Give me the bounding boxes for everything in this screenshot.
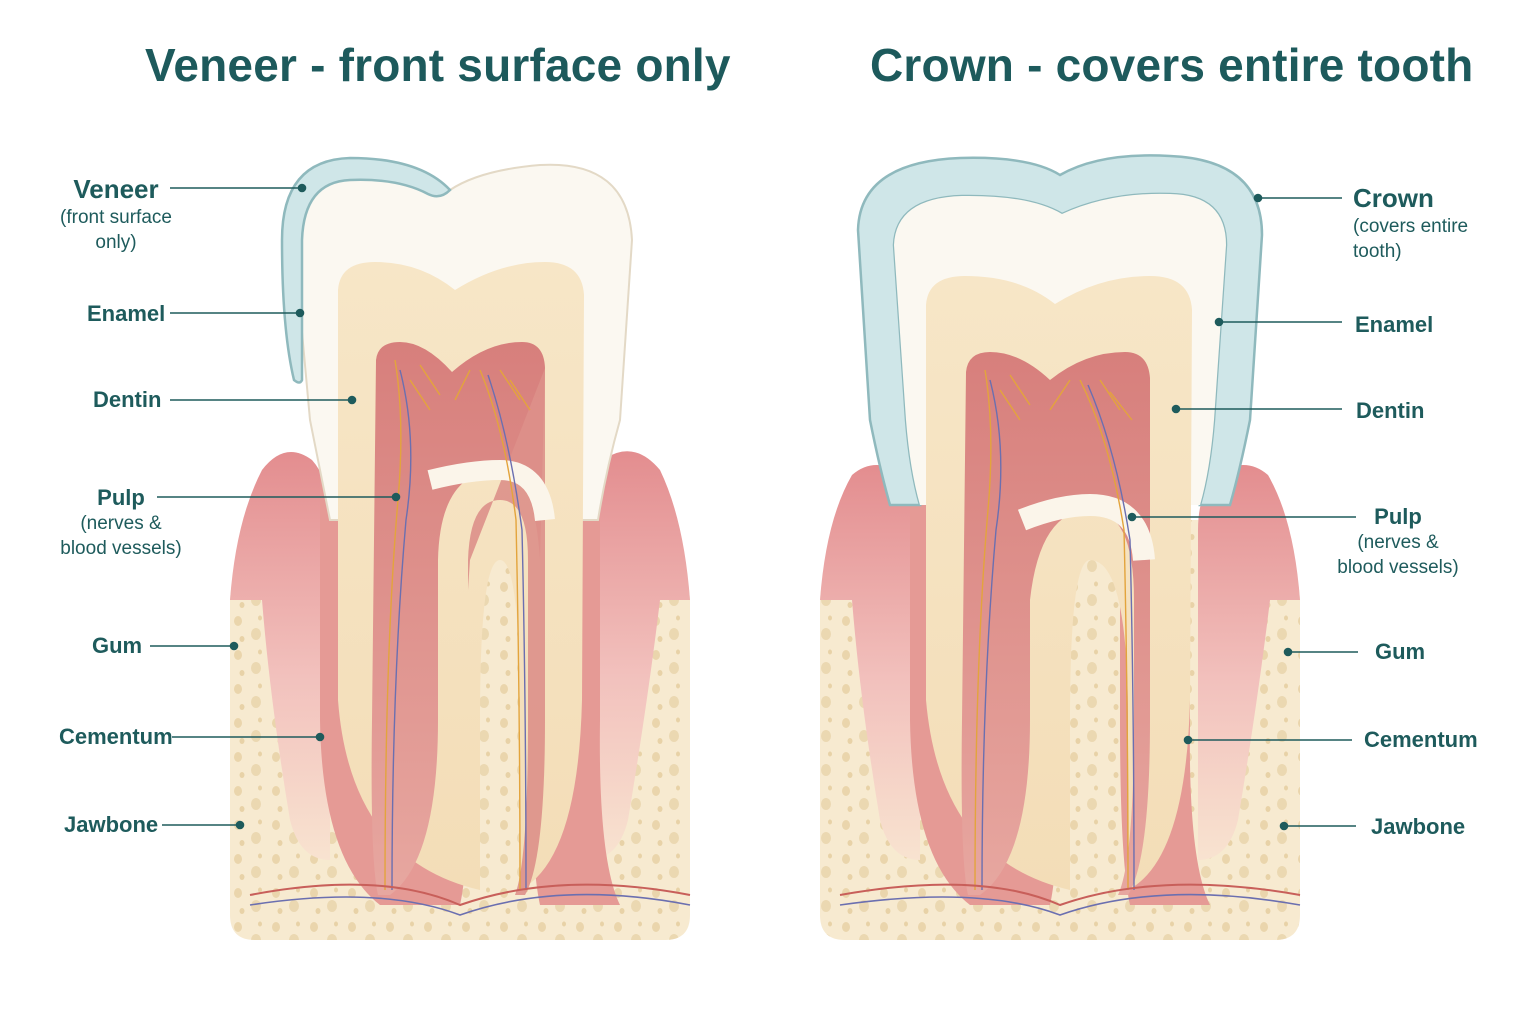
label-jawbone-left: Jawbone: [64, 812, 159, 837]
veneer-panel-title: Veneer - front surface only: [145, 39, 731, 91]
pulp-left: [371, 342, 545, 895]
gum-right-panel-right: [1198, 465, 1300, 860]
label-enamel-right: Enamel: [1355, 312, 1434, 337]
nerves-right: [839, 369, 1301, 916]
label-pulp-left-sub1: (nerves &: [80, 513, 162, 534]
label-pulp-left-title: Pulp: [97, 485, 145, 510]
label-veneer: Veneer (front surface only): [52, 174, 180, 255]
label-gum-left: Gum: [92, 633, 143, 658]
leader-lines-left: [150, 183, 401, 830]
label-pulp-left-sub2: blood vessels): [60, 538, 182, 559]
label-gum-right: Gum: [1375, 639, 1426, 664]
label-pulp-right-sub1: (nerves &: [1357, 532, 1439, 553]
label-cementum-right: Cementum: [1364, 727, 1478, 752]
label-pulp-right-title: Pulp: [1374, 504, 1422, 529]
label-enamel-left: Enamel: [87, 301, 166, 326]
label-cementum-left: Cementum: [59, 724, 173, 749]
label-dentin-left: Dentin: [93, 387, 162, 412]
label-crown: Crown (covers entire tooth): [1353, 183, 1468, 264]
leader-lines-right: [1127, 193, 1358, 831]
label-crown-title: Crown: [1353, 183, 1434, 213]
label-veneer-sub2: only): [95, 232, 137, 253]
label-pulp-left: Pulp (nerves & blood vessels): [55, 485, 187, 561]
veneer-shell: [280, 156, 452, 384]
gum-right-panel-left: [820, 465, 920, 860]
label-pulp-right-sub2: blood vessels): [1337, 557, 1459, 578]
crown-panel-title: Crown - covers entire tooth: [870, 39, 1474, 91]
label-crown-sub1: (covers entire: [1353, 216, 1469, 237]
crown-tooth: [820, 154, 1301, 940]
label-jawbone-right: Jawbone: [1371, 814, 1466, 839]
nerves-left: [249, 359, 691, 916]
pulp-right: [961, 352, 1150, 895]
label-veneer-sub1: (front surface: [60, 207, 172, 228]
veneer-tooth: [230, 156, 691, 940]
label-pulp-right: Pulp (nerves & blood vessels): [1332, 504, 1464, 580]
label-crown-sub2: tooth): [1353, 241, 1402, 262]
label-dentin-right: Dentin: [1356, 398, 1425, 423]
gum-right-outer: [588, 451, 690, 860]
gum-left-outer: [230, 452, 330, 860]
label-veneer-title: Veneer: [73, 174, 159, 204]
